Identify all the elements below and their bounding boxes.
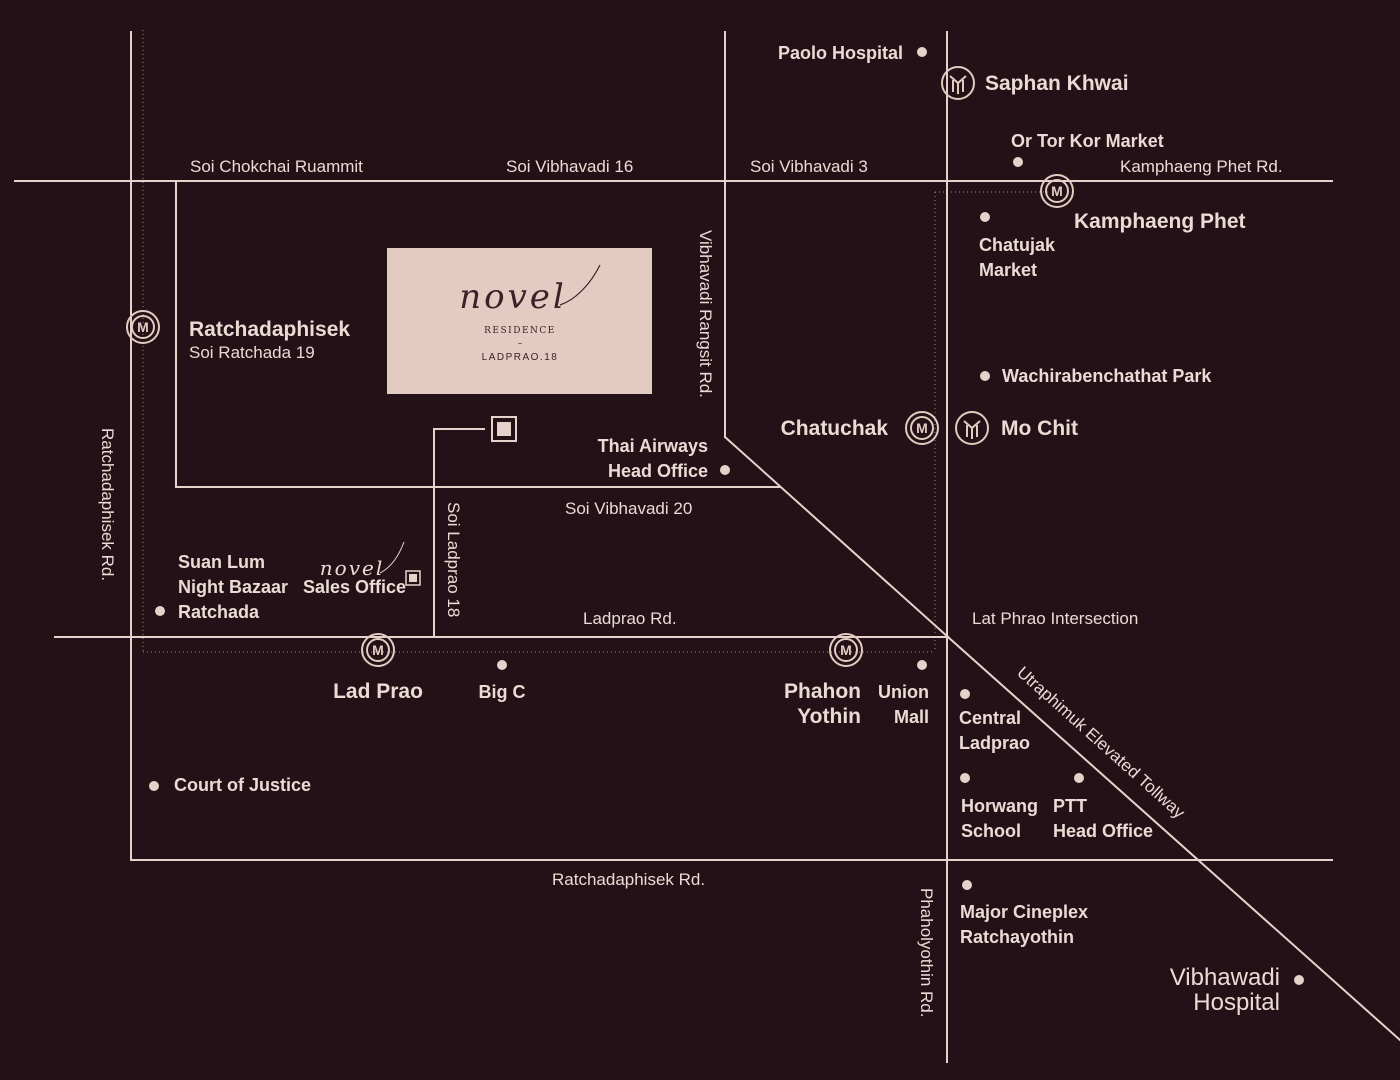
dot-vibhawadi-hospital xyxy=(1294,975,1304,985)
bts-icon-saphan-khwai xyxy=(941,66,975,100)
station-label-saphan-khwai: Saphan Khwai xyxy=(985,72,1129,95)
dot-major-cineplex xyxy=(962,880,972,890)
road-label-vibhavadi-rangsit: Vibhavadi Rangsit Rd. xyxy=(696,230,715,398)
brand-project: LADPRAO.18 xyxy=(482,352,559,363)
dot-ptt xyxy=(1074,773,1084,783)
brand-flourish xyxy=(559,264,601,306)
place-label-thai-airways-1: Thai Airways xyxy=(598,436,708,456)
place-label-paolo-hospital: Paolo Hospital xyxy=(778,43,903,63)
place-dots xyxy=(149,47,1304,985)
place-label-suan-lum-2: Night Bazaar xyxy=(178,577,288,597)
place-label-horwang-1: Horwang xyxy=(961,796,1038,816)
road-label-kamphaeng-phet: Kamphaeng Phet Rd. xyxy=(1120,157,1283,176)
place-label-union-mall-2: Mall xyxy=(894,707,929,727)
mrt-glyph: M xyxy=(1051,183,1063,199)
place-label-central-2: Ladprao xyxy=(959,733,1030,753)
station-label-chatuchak: Chatuchak xyxy=(781,417,889,440)
place-label-suan-lum-1: Suan Lum xyxy=(178,552,265,572)
dot-central-ladprao xyxy=(960,689,970,699)
project-location-marker xyxy=(491,416,517,442)
dot-thai-airways xyxy=(720,465,730,475)
sales-office-flourish xyxy=(379,541,405,574)
place-label-or-tor-kor: Or Tor Kor Market xyxy=(1011,131,1164,151)
mrt-icon-phahon-yothin xyxy=(829,633,863,667)
station-label-phahon-yothin-1: Phahon xyxy=(784,680,861,703)
place-label-big-c: Big C xyxy=(479,682,526,702)
place-label-major-2: Ratchayothin xyxy=(960,927,1074,947)
dot-horwang xyxy=(960,773,970,783)
dot-suan-lum xyxy=(155,606,165,616)
road-label-phaholyothin: Phaholyothin Rd. xyxy=(917,888,936,1017)
place-label-horwang-2: School xyxy=(961,821,1021,841)
mrt-icon-chatuchak xyxy=(905,411,939,445)
place-label-vibhawadi-1: Vibhawadi xyxy=(1170,964,1280,991)
dot-wachirabenchathat xyxy=(980,371,990,381)
mrt-glyph: M xyxy=(840,642,852,658)
place-label-ptt-2: Head Office xyxy=(1053,821,1153,841)
place-label-sales-office: Sales Office xyxy=(303,577,406,597)
brand-residence: RESIDENCE xyxy=(484,326,556,336)
brand-script: novel xyxy=(459,277,567,317)
place-label-thai-airways-2: Head Office xyxy=(608,461,708,481)
mrt-glyph: M xyxy=(916,420,928,436)
road-label-ratchadaphisek-horizontal: Ratchadaphisek Rd. xyxy=(552,870,705,889)
dot-court-of-justice xyxy=(149,781,159,791)
mrt-glyph: M xyxy=(372,642,384,658)
dot-chatujak-market xyxy=(980,212,990,222)
road-label-soi-vibhavadi-16: Soi Vibhavadi 16 xyxy=(506,157,633,176)
mrt-icon-kamphaeng-phet xyxy=(1040,174,1074,208)
place-label-ptt-1: PTT xyxy=(1053,796,1087,816)
station-label-ratchadaphisek: Ratchadaphisek xyxy=(189,318,350,341)
mrt-glyphs: M M M M M xyxy=(137,183,1063,658)
dot-or-tor-kor xyxy=(1013,157,1023,167)
road-label-lat-phrao-intersection: Lat Phrao Intersection xyxy=(972,609,1138,628)
mrt-icon-lad-prao xyxy=(361,633,395,667)
sales-office-script: novel xyxy=(320,556,384,580)
place-label-union-mall-1: Union xyxy=(878,682,929,702)
station-sublabel-ratchadaphisek: Soi Ratchada 19 xyxy=(189,343,315,362)
road-label-soi-vibhavadi-3: Soi Vibhavadi 3 xyxy=(750,157,868,176)
station-label-kamphaeng-phet: Kamphaeng Phet xyxy=(1074,210,1246,233)
place-label-chatujak-2: Market xyxy=(979,260,1037,280)
brand-dash: – xyxy=(518,339,523,349)
station-label-mo-chit: Mo Chit xyxy=(1001,417,1078,440)
place-label-major-1: Major Cineplex xyxy=(960,902,1088,922)
dotted-boundary xyxy=(142,30,1050,653)
road-label-soi-ladprao-18: Soi Ladprao 18 xyxy=(444,502,463,617)
mrt-station-icons xyxy=(126,174,1074,667)
sales-office-marker xyxy=(405,570,421,586)
mrt-icon-ratchadaphisek xyxy=(126,310,160,344)
station-label-lad-prao: Lad Prao xyxy=(333,680,423,703)
place-label-central-1: Central xyxy=(959,708,1021,728)
station-label-phahon-yothin-2: Yothin xyxy=(797,705,861,728)
mrt-glyph: M xyxy=(137,319,149,335)
road-vibhavadi-diagonal xyxy=(723,435,950,639)
road-label-ladprao: Ladprao Rd. xyxy=(583,609,677,628)
place-label-court-of-justice: Court of Justice xyxy=(174,775,311,795)
road-tollway xyxy=(946,635,1400,1042)
road-network xyxy=(14,31,1400,1063)
bts-station-icons xyxy=(941,66,989,445)
dot-big-c xyxy=(497,660,507,670)
place-label-chatujak-1: Chatujak xyxy=(979,235,1056,255)
place-label-wachirabenchathat: Wachirabenchathat Park xyxy=(1002,366,1212,386)
road-label-soi-chokchai: Soi Chokchai Ruammit xyxy=(190,157,363,176)
place-label-vibhawadi-2: Hospital xyxy=(1193,989,1280,1016)
road-label-utraphimuk-tollway: Utraphimuk Elevated Tollway xyxy=(1013,663,1189,823)
novel-brand-box: novel RESIDENCE – LADPRAO.18 xyxy=(387,248,652,394)
place-label-suan-lum-3: Ratchada xyxy=(178,602,260,622)
dot-paolo-hospital xyxy=(917,47,927,57)
bts-icon-mo-chit xyxy=(955,411,989,445)
road-label-soi-vibhavadi-20: Soi Vibhavadi 20 xyxy=(565,499,692,518)
road-label-ratchadaphisek-vertical: Ratchadaphisek Rd. xyxy=(98,428,117,581)
dot-union-mall xyxy=(917,660,927,670)
